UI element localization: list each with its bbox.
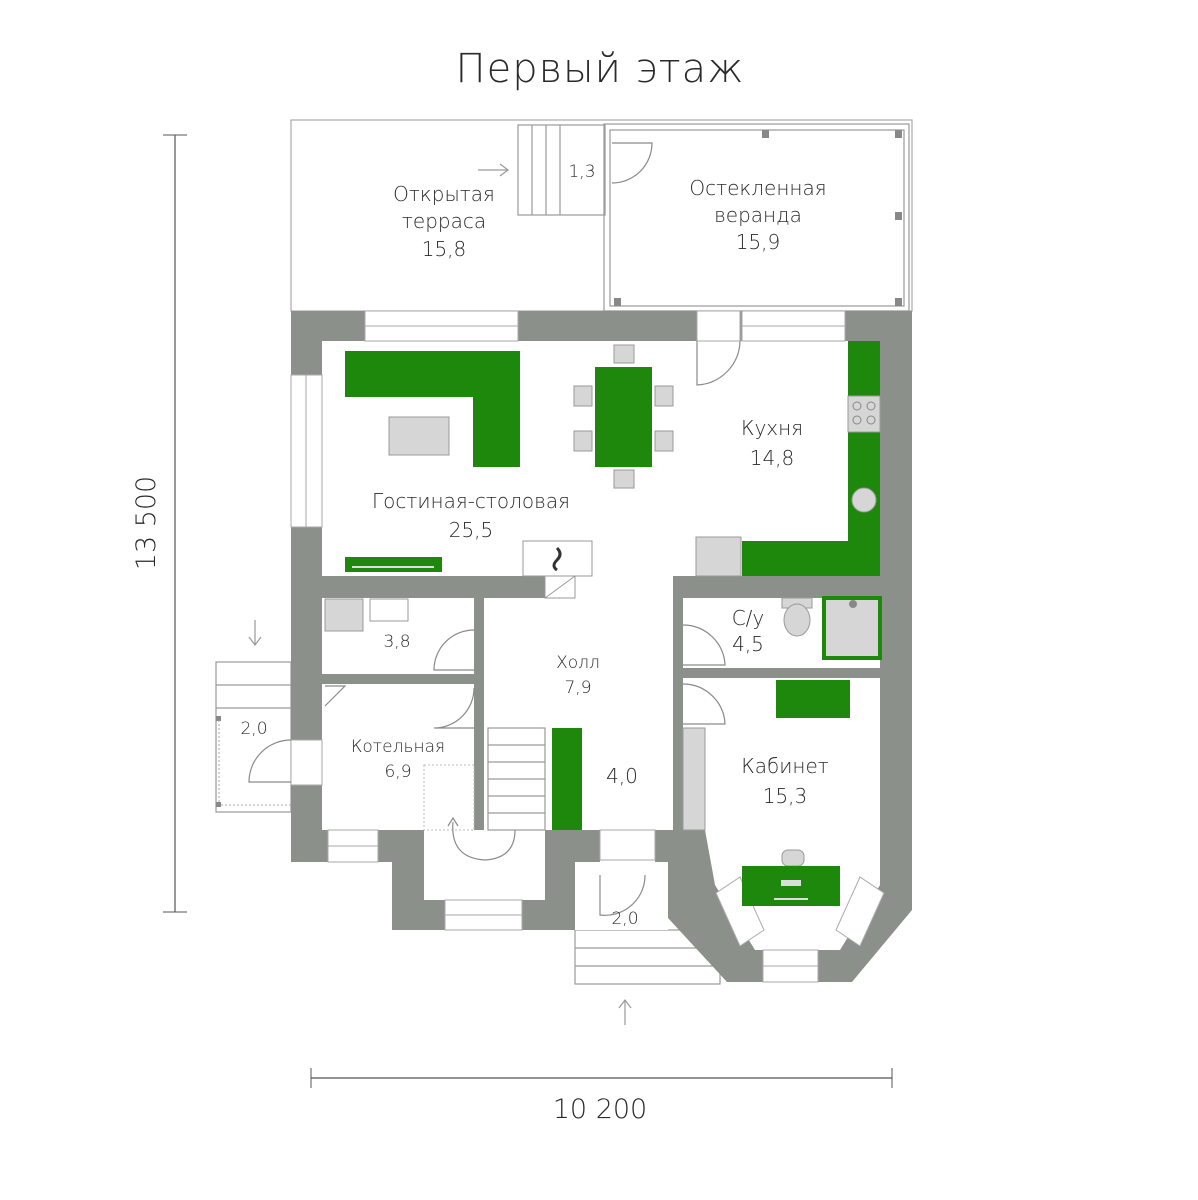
terrace-label-2: терраса: [402, 209, 486, 233]
toilet: [783, 603, 811, 637]
plan-title: Первый этаж: [456, 46, 745, 92]
windows: [290, 310, 885, 983]
width-label: 10 200: [553, 1094, 647, 1125]
shower: [822, 596, 882, 660]
desk-chair: [781, 849, 805, 867]
living-area: 25,5: [449, 518, 494, 542]
boiler-label: Котельная: [351, 737, 445, 757]
laundry-sink: [369, 598, 409, 622]
entrance-porch-area: 2,0: [611, 909, 638, 929]
kitchen-sink: [851, 487, 877, 513]
hall-area: 7,9: [564, 678, 591, 698]
hall-label: Холл: [556, 653, 600, 673]
stove: [847, 395, 881, 433]
wc-label: С/у: [732, 606, 765, 630]
wardrobe: [682, 727, 706, 831]
cabinet-dresser: [776, 680, 850, 718]
washing-machine: [324, 598, 364, 632]
terrace-label-1: Открытая: [393, 182, 495, 206]
furniture: [324, 341, 882, 906]
wc-area: 4,5: [732, 632, 764, 656]
boiler-area: 6,9: [384, 762, 411, 782]
kitchen-label: Кухня: [741, 416, 803, 440]
corner-sofa: [345, 351, 520, 467]
side-porch: 2,0: [215, 620, 292, 813]
tv-unit: [345, 557, 442, 572]
veranda-area: 15,9: [736, 230, 781, 254]
kitchen-area: 14,8: [750, 446, 795, 470]
height-label: 13 500: [131, 476, 162, 570]
room-labels: Гостиная-столовая 25,5 Кухня 14,8 3,8 Хо…: [351, 416, 829, 929]
dining-table: [595, 367, 652, 467]
doors: [248, 340, 741, 916]
terrace-area: Открытая терраса 15,8 1,3 Остекленная ве…: [290, 119, 913, 312]
study-area: 15,3: [763, 784, 808, 808]
kitchen-counter: [742, 341, 880, 576]
steps-area: 1,3: [568, 162, 595, 182]
height-dimension: 13 500: [131, 134, 187, 913]
corridor-area: 4,0: [606, 764, 638, 788]
terrace-area: 15,8: [422, 237, 467, 261]
veranda-label-2: веранда: [714, 203, 802, 227]
width-dimension: 10 200: [310, 1068, 893, 1125]
living-label: Гостиная-столовая: [372, 489, 570, 513]
side-porch-area: 2,0: [240, 719, 267, 739]
laundry-area: 3,8: [383, 632, 410, 652]
fridge: [695, 536, 742, 577]
staircase: [423, 727, 546, 861]
bookshelf: [552, 728, 582, 830]
coffee-table: [388, 416, 450, 456]
veranda-label-1: Остекленная: [689, 176, 826, 200]
study-label: Кабинет: [741, 754, 829, 778]
